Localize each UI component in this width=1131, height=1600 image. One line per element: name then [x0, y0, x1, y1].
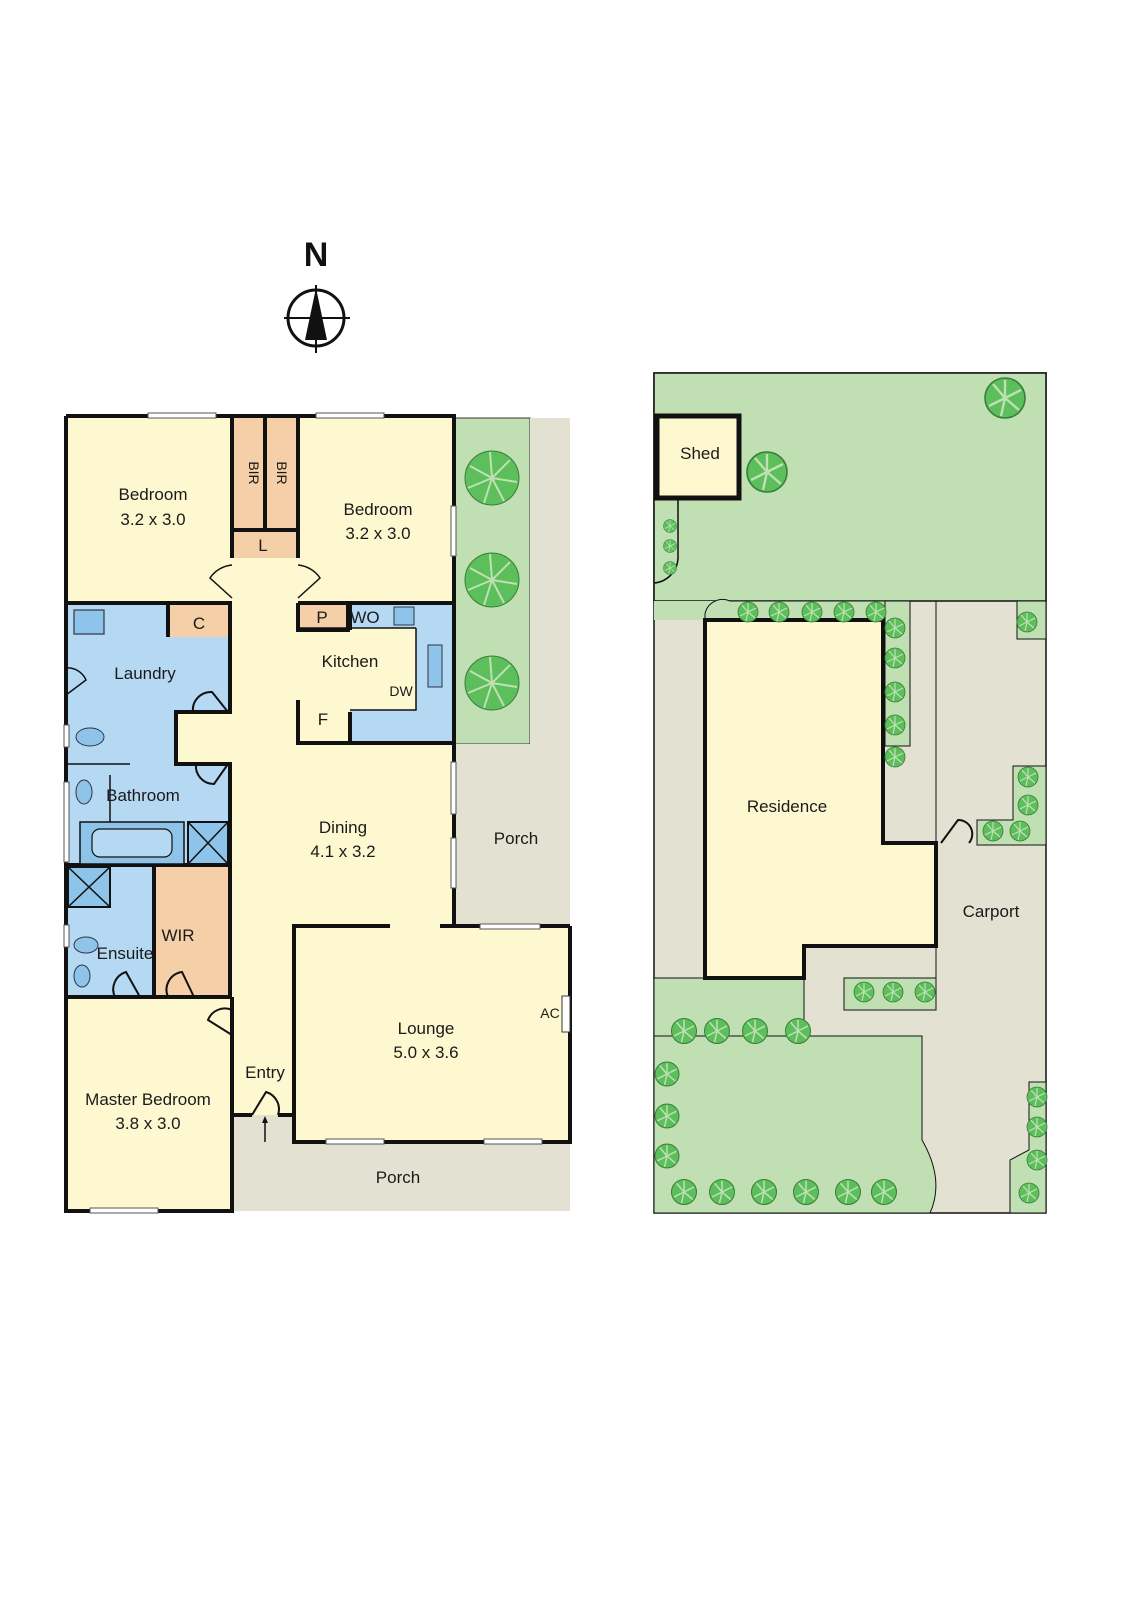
sink-icon — [427, 644, 443, 688]
ensuite-label: Ensuite — [97, 944, 154, 963]
linen-label: L — [258, 536, 267, 555]
room-dims: 4.1 x 3.2 — [310, 842, 375, 861]
cupboard — [168, 603, 230, 637]
room-dims: 3.2 x 3.0 — [120, 510, 185, 529]
cooktop-icon — [393, 606, 415, 626]
site-plan: Shed Residence Carport — [653, 372, 1048, 1214]
pantry — [298, 603, 348, 630]
dishwasher-label: DW — [389, 683, 413, 699]
room-name: Bedroom — [344, 500, 413, 519]
room-name: Lounge — [398, 1019, 455, 1038]
bir-label: BIR — [246, 461, 262, 484]
fridge-label: F — [318, 710, 328, 729]
linen-closet — [232, 530, 298, 558]
ac-unit — [561, 995, 571, 1033]
entry-label: Entry — [245, 1063, 285, 1082]
room-dims: 5.0 x 3.6 — [393, 1043, 458, 1062]
residence — [703, 618, 938, 980]
porch-label: Porch — [494, 829, 538, 848]
wir-label: WIR — [161, 926, 194, 945]
bir-label: BIR — [274, 461, 290, 484]
ac-label: AC — [540, 1005, 559, 1021]
residence-label: Residence — [747, 797, 827, 816]
north-compass: N — [284, 236, 350, 353]
bathroom-label: Bathroom — [106, 786, 180, 805]
toilet-icon — [73, 727, 105, 954]
carport-label: Carport — [963, 902, 1020, 921]
wir-area — [154, 865, 230, 997]
side-porch-area — [530, 418, 570, 926]
kitchen-label: Kitchen — [322, 652, 379, 671]
porch-label: Porch — [376, 1168, 420, 1187]
laundry-tub-icon — [73, 609, 105, 635]
shower-icon — [187, 821, 229, 865]
laundry-label: Laundry — [114, 664, 176, 683]
room-name: Master Bedroom — [85, 1090, 211, 1109]
cupboard-label: C — [193, 614, 205, 633]
north-label: N — [304, 236, 329, 274]
room-name: Dining — [319, 818, 367, 837]
side-porch — [454, 744, 530, 926]
shed-label: Shed — [680, 444, 720, 463]
room-name: Bedroom — [119, 485, 188, 504]
pantry-label: P — [316, 608, 327, 627]
room-dims: 3.8 x 3.0 — [115, 1114, 180, 1133]
ensuite-shower-icon — [67, 866, 111, 908]
door — [209, 564, 233, 599]
basin-icon — [73, 779, 93, 988]
compass-icon — [284, 285, 350, 353]
room-dims: 3.2 x 3.0 — [345, 524, 410, 543]
wall-oven-label: WO — [350, 608, 379, 627]
bathtub-icon — [79, 821, 185, 865]
shed — [654, 413, 742, 501]
floor-plan: Bedroom 3.2 x 3.0 Bedroom 3.2 x 3.0 Dini… — [63, 412, 572, 1214]
